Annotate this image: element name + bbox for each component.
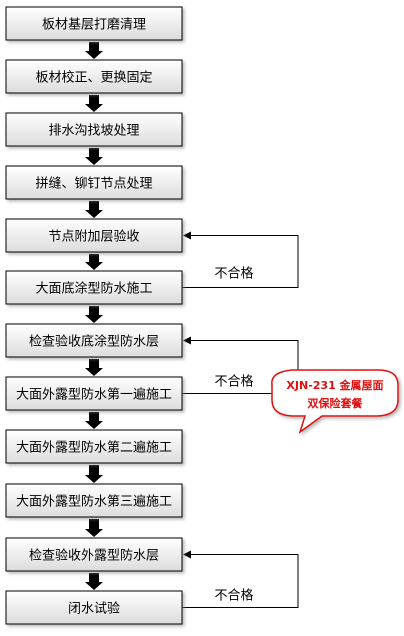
flow-step-box — [5, 537, 183, 572]
flow-arrow — [85, 519, 103, 537]
flow-step-label: 大面底涂型防水施工 — [35, 281, 152, 297]
flow-step: 闭水试验 — [5, 590, 183, 625]
flow-arrow — [85, 573, 103, 590]
flow-step: 节点附加层验收 — [5, 218, 183, 253]
flow-arrow — [85, 201, 103, 218]
flow-step: 排水沟找坡处理 — [5, 112, 183, 147]
flow-arrow — [85, 359, 103, 376]
flow-step-box — [5, 483, 183, 518]
flow-step-box — [5, 270, 183, 305]
flow-step-label: 大面外露型防水第一遍施工 — [16, 387, 172, 403]
loop-label: 不合格 — [214, 374, 253, 390]
flow-step-label: 闭水试验 — [68, 601, 120, 617]
flow-step-box — [5, 165, 183, 200]
loop-label: 不合格 — [214, 588, 253, 604]
flow-arrow — [85, 254, 103, 270]
flow-step-label: 板材校正、更换固定 — [35, 70, 152, 86]
flow-step: 大面外露型防水第一遍施工 — [5, 376, 183, 411]
flow-arrow — [85, 306, 103, 323]
flow-step-box — [5, 429, 183, 464]
flow-step: 板材校正、更换固定 — [5, 59, 183, 94]
flow-step-box — [5, 6, 183, 41]
flow-step: 大面底涂型防水施工 — [5, 270, 183, 305]
product-callout: XJN-231 金属屋面 双保险套餐 — [271, 369, 399, 434]
flow-arrows — [85, 42, 103, 590]
callout-subtitle: 双保险套餐 — [308, 396, 364, 410]
flow-arrow — [85, 42, 103, 59]
flow-step-label: 检查验收底涂型防水层 — [29, 334, 159, 350]
flow-step: 检查验收外露型防水层 — [5, 537, 183, 572]
loop-connector — [182, 231, 299, 288]
flow-arrow — [85, 148, 103, 165]
flow-step-label: 检查验收外露型防水层 — [29, 548, 159, 564]
flow-arrow — [85, 412, 103, 429]
flow-step-label: 排水沟找坡处理 — [48, 124, 139, 139]
flow-step-label: 拼缝、铆钉节点处理 — [35, 177, 152, 192]
flow-step-box — [5, 323, 183, 358]
flow-step: 检查验收底涂型防水层 — [5, 323, 183, 358]
loop-connector — [182, 550, 299, 608]
flow-step: 板材基层打磨清理 — [5, 6, 183, 41]
flow-step-label: 大面外露型防水第三遍施工 — [16, 494, 172, 510]
callout-bubble — [271, 369, 399, 434]
flow-step-label: 节点附加层验收 — [48, 229, 139, 245]
flow-step: 拼缝、铆钉节点处理 — [5, 165, 183, 200]
flow-step-box — [5, 59, 183, 94]
flow-step-label: 大面外露型防水第二遍施工 — [16, 440, 172, 456]
loop-connector — [182, 336, 299, 394]
loop-label: 不合格 — [214, 266, 253, 282]
flow-steps: 板材基层打磨清理板材校正、更换固定排水沟找坡处理拼缝、铆钉节点处理节点附加层验收… — [5, 6, 183, 625]
flow-arrow — [85, 95, 103, 112]
flow-step-box — [5, 590, 183, 625]
flow-step-box — [5, 218, 183, 253]
flow-step-label: 板材基层打磨清理 — [42, 18, 146, 33]
flow-step-box — [5, 376, 183, 411]
flow-step: 大面外露型防水第二遍施工 — [5, 429, 183, 464]
flow-step-box — [5, 112, 183, 147]
callout-title: XJN-231 金属屋面 — [286, 378, 383, 392]
flow-step: 大面外露型防水第三遍施工 — [5, 483, 183, 518]
flow-arrow — [85, 465, 103, 483]
